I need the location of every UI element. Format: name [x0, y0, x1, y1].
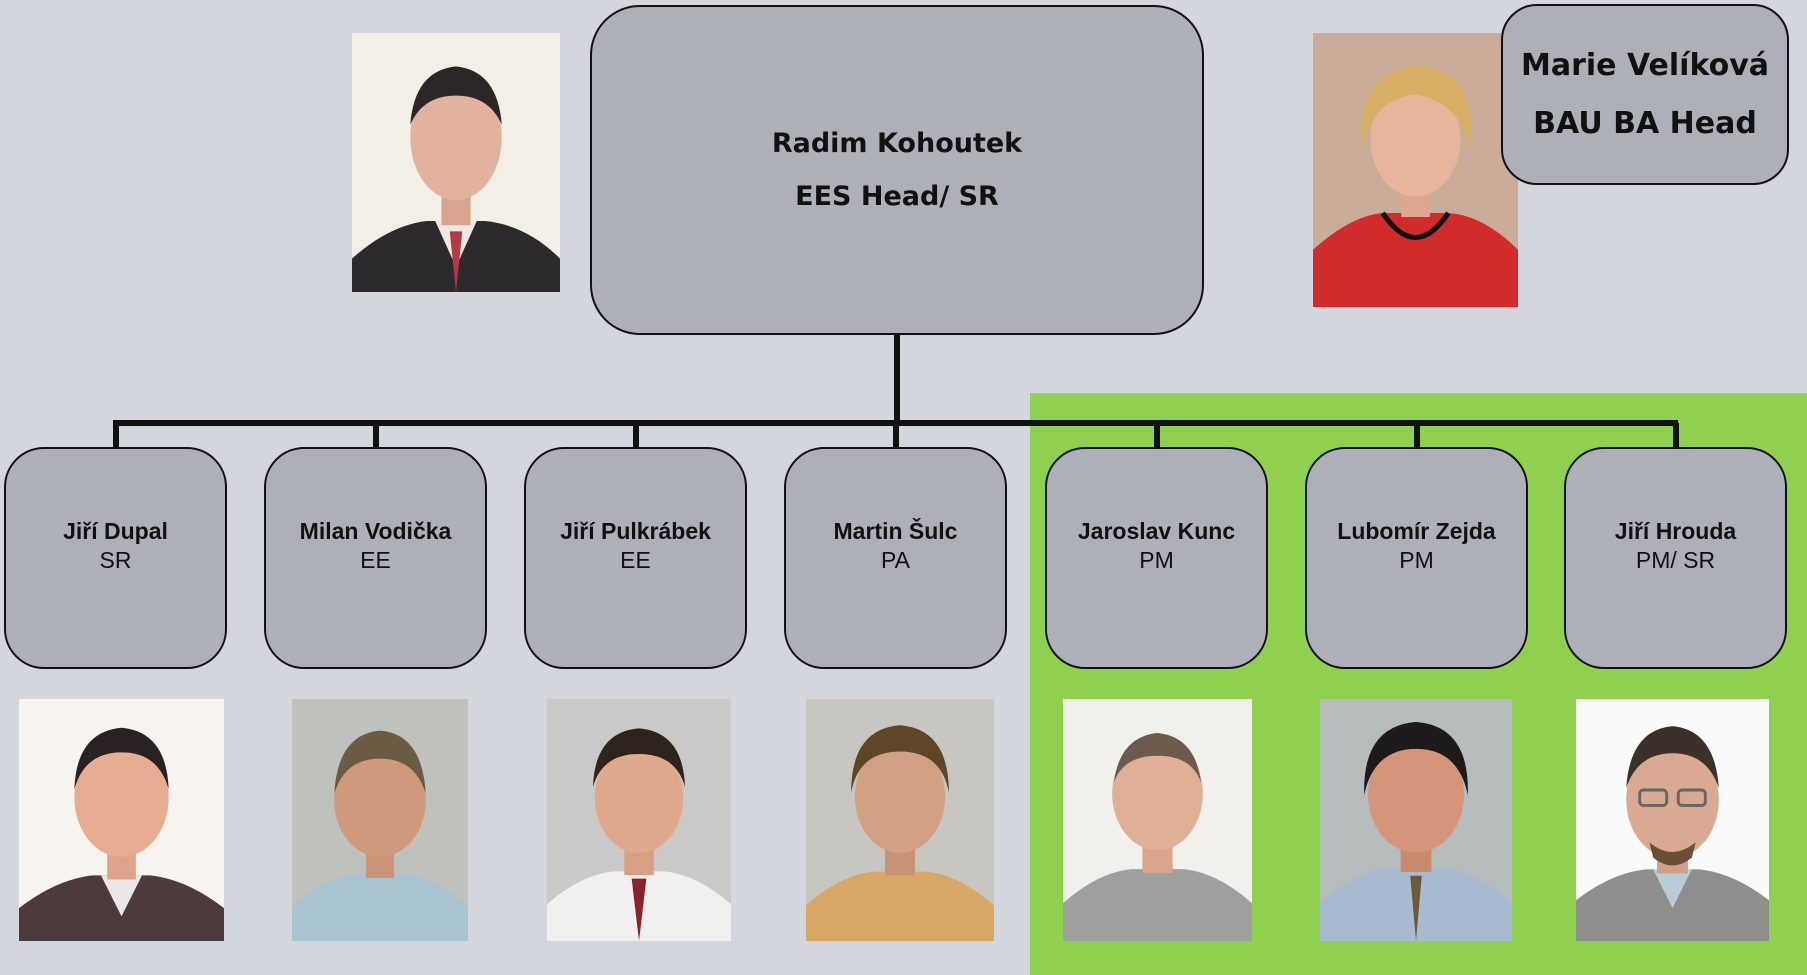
member-photo: [1576, 699, 1769, 941]
member-photo: [1320, 699, 1512, 941]
member-name: Jiří Hrouda: [1614, 518, 1737, 544]
side-photo: [1313, 33, 1518, 307]
member-box: Jiří Pulkrábek EE: [524, 447, 747, 669]
side-box: Marie Velíková BAU BA Head: [1501, 4, 1789, 185]
member-box: Jaroslav Kunc PM: [1045, 447, 1268, 669]
head-title: EES Head/ SR: [795, 181, 999, 212]
member-role: SR: [99, 547, 132, 573]
member-role: PM: [1139, 547, 1174, 573]
member-role: PM: [1399, 547, 1434, 573]
head-name: Radim Kohoutek: [771, 128, 1023, 159]
member-name: Jiří Dupal: [63, 518, 168, 544]
member-role: PA: [881, 547, 910, 573]
member-name: Jiří Pulkrábek: [560, 518, 711, 544]
member-box: Lubomír Zejda PM: [1305, 447, 1528, 669]
member-box: Jiří Dupal SR: [4, 447, 227, 669]
member-role: EE: [360, 547, 391, 573]
member-name: Lubomír Zejda: [1337, 518, 1496, 544]
member-name: Jaroslav Kunc: [1077, 518, 1236, 544]
member-box: Martin Šulc PA: [784, 447, 1007, 669]
head-box: Radim Kohoutek EES Head/ SR: [590, 5, 1204, 335]
member-name: Martin Šulc: [833, 518, 958, 544]
member-photo: [292, 699, 468, 941]
member-box: Milan Vodička EE: [264, 447, 487, 669]
member-photo: [547, 699, 731, 941]
member-photo: [806, 699, 994, 941]
member-photo: [19, 699, 224, 941]
member-photo: [1063, 699, 1252, 941]
member-name: Milan Vodička: [299, 518, 452, 544]
member-role: PM/ SR: [1635, 547, 1716, 573]
side-name: Marie Velíková: [1520, 47, 1769, 83]
member-role: EE: [620, 547, 651, 573]
head-photo: [352, 33, 560, 292]
member-box: Jiří Hrouda PM/ SR: [1564, 447, 1787, 669]
side-title: BAU BA Head: [1533, 105, 1757, 141]
